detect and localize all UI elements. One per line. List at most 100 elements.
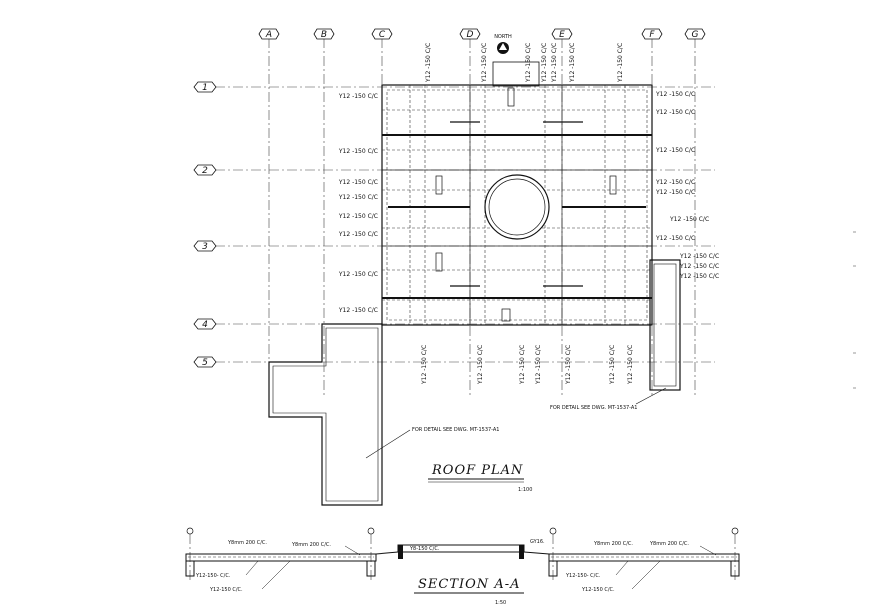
opening-mark — [609, 175, 617, 195]
roof-plan-scale: 1:100 — [518, 487, 532, 493]
roof-slab — [381, 61, 653, 326]
leader-line — [631, 560, 661, 590]
section-grid-marker — [186, 527, 194, 535]
rebar-label: Y12 -150 C/C — [655, 189, 695, 196]
rebar-label: Y12 -150 C/C — [535, 345, 542, 385]
rebar-label: Y12 -150 C/C — [519, 345, 526, 385]
slab-outline — [381, 84, 653, 326]
row-label-1: 1 — [202, 83, 208, 93]
annex-right-outline — [649, 259, 681, 391]
annex-outline — [268, 323, 383, 506]
leader-line — [245, 560, 259, 576]
section-column — [366, 560, 376, 577]
column-label-E: E — [559, 30, 565, 40]
rebar-label: Y12 -150 C/C — [338, 194, 378, 201]
section-slab-link — [375, 551, 399, 555]
rebar-label: Y12 -150 C/C — [477, 345, 484, 385]
rebar-label: Y12 -150 C/C — [655, 91, 695, 98]
section-label: Y8mm 200 C/C. — [227, 540, 267, 546]
column-label-C: C — [379, 30, 386, 40]
rebar-label: Y12 -150 C/C — [551, 43, 558, 83]
column-label-F: F — [649, 30, 655, 40]
leader-line — [365, 429, 411, 459]
section-label: Y8mm 200 C/C. — [291, 542, 331, 548]
rebar-labels-right: Y12 -150 C/C Y12 -150 C/C Y12 -150 C/C Y… — [655, 91, 719, 280]
row-bubble-3: 3 — [193, 240, 217, 252]
section-column — [730, 560, 740, 577]
rebar-label: Y12 -150 C/C — [679, 253, 719, 260]
detail-note-left: FOR DETAIL SEE DWG. MT-1537-A1 — [412, 427, 499, 433]
rebar-label: Y12 -150 C/C — [338, 307, 378, 314]
annex-left: FOR DETAIL SEE DWG. MT-1537-A1 — [268, 323, 499, 506]
row-bubble-1: 1 — [193, 81, 217, 93]
section-label: Y12-150 C/C. — [581, 587, 615, 593]
row-label-2: 2 — [202, 166, 208, 176]
column-bubble-F: F — [641, 28, 663, 40]
rebar-label: Y12 -150 C/C — [338, 93, 378, 100]
leader-line — [261, 560, 291, 590]
column-bubble-D: D — [459, 28, 481, 40]
section-slab-right — [548, 553, 740, 562]
section-label: Y8mm 200 C/C. — [649, 541, 689, 547]
rebar-label: Y12 -150 C/C — [655, 235, 695, 242]
section-label: Y8mm 200 C/C. — [593, 541, 633, 547]
edge-marks — [853, 231, 856, 389]
section-slab-link — [523, 551, 550, 555]
section-label: Y12-150 C/C. — [209, 587, 243, 593]
row-bubble-2: 2 — [193, 164, 217, 176]
opening-mark — [507, 87, 515, 107]
rebar-label: Y12 -150 C/C — [569, 43, 576, 83]
row-bubble-4: 4 — [193, 318, 217, 330]
leader-line — [615, 560, 629, 576]
rebar-labels-left: Y12 -150 C/C Y12 -150 C/C Y12 -150 C/C Y… — [338, 93, 378, 314]
section-label: GY16. — [530, 539, 545, 545]
column-label-B: B — [321, 30, 327, 40]
section-label: Y12-150- C/C. — [565, 573, 601, 579]
column-bubble-B: B — [313, 28, 335, 40]
rebar-label: Y12 -150 C/C — [627, 345, 634, 385]
rebar-label: Y12 -150 C/C — [338, 148, 378, 155]
rebar-label: Y12 -150 C/C — [338, 213, 378, 220]
roof-plan-title-block: ROOF PLAN 1:100 — [428, 463, 532, 493]
grid-axes — [215, 38, 715, 395]
leader-line — [344, 545, 361, 556]
rebar-label: Y12 -150 C/C — [338, 179, 378, 186]
rebar-label: Y12 -150 C/C — [525, 43, 532, 83]
rebar-label: Y12 -150 C/C — [541, 43, 548, 83]
section-title: SECTION A-A — [418, 577, 520, 592]
opening-mark — [435, 252, 443, 272]
section-a-a: Y8mm 200 C/C. Y8mm 200 C/C. Y8-150 C/C. … — [185, 527, 740, 606]
annex-inner-outline — [272, 327, 379, 502]
section-slab-left — [185, 553, 377, 562]
slab-inner-outline — [386, 89, 648, 321]
row-label-5: 5 — [202, 358, 208, 368]
circular-opening — [484, 174, 550, 240]
rebar-labels-top: Y12 -150 C/C Y12 -150 C/C Y12 -150 C/C Y… — [425, 43, 624, 83]
column-label-G: G — [692, 30, 699, 40]
north-arrow: NORTH — [494, 34, 512, 54]
leader-line — [699, 545, 717, 556]
annex-right: FOR DETAIL SEE DWG. MT-1537-A1 — [550, 259, 681, 411]
rebar-label: Y12 -150 C/C — [669, 216, 709, 223]
section-column — [185, 560, 195, 577]
column-bubble-A: A — [258, 28, 280, 40]
rebar-label: Y12 -150 C/C — [655, 109, 695, 116]
circular-opening-inner — [488, 178, 546, 236]
rebar-label: Y12 -150 C/C — [338, 271, 378, 278]
column-bubbles: A B C D E F G — [258, 28, 706, 40]
column-bubble-E: E — [551, 28, 573, 40]
section-grid-marker — [367, 527, 375, 535]
rebar-label: Y12 -150 C/C — [679, 273, 719, 280]
section-upstand — [519, 545, 524, 559]
row-label-4: 4 — [202, 320, 208, 330]
leader-line — [635, 387, 667, 405]
section-scale: 1:50 — [495, 600, 506, 606]
section-label: Y12-150- C/C. — [195, 573, 231, 579]
section-upstand — [398, 545, 403, 559]
north-arrow-head — [499, 43, 507, 50]
column-bubble-G: G — [684, 28, 706, 40]
column-bubble-C: C — [371, 28, 393, 40]
roof-plan-title: ROOF PLAN — [431, 463, 523, 478]
row-bubble-5: 5 — [193, 356, 217, 368]
